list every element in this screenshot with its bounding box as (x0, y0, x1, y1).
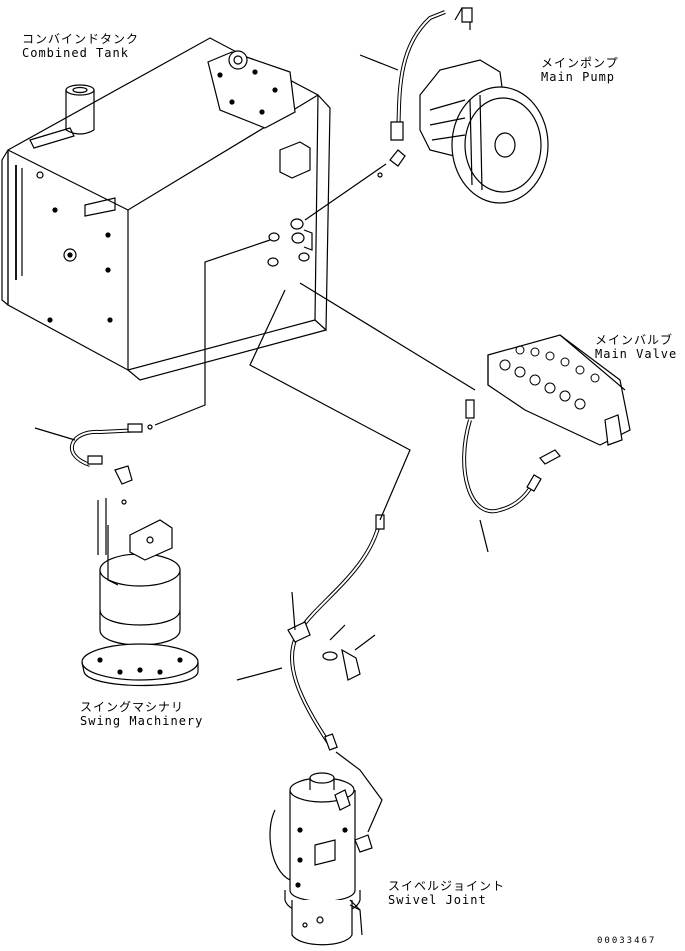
main-pump-drawing (420, 8, 548, 203)
swivel-joint-label-jp: スイベルジョイント (388, 879, 506, 893)
main-pump-label-jp: メインポンプ (541, 56, 619, 70)
swing-hose (35, 240, 270, 465)
combined-tank-label: コンバインドタンク Combined Tank (22, 32, 139, 60)
swing-machinery-drawing (82, 466, 198, 686)
swivel-joint-drawing (270, 773, 372, 945)
drawing-number: 00033467 (597, 936, 657, 946)
swivel-joint-label-en: Swivel Joint (388, 893, 487, 907)
combined-tank-label-en: Combined Tank (22, 46, 129, 60)
pump-hose (305, 12, 445, 220)
main-valve-label-jp: メインバルブ (595, 333, 674, 347)
swing-machinery-label: スイングマシナリ Swing Machinery (80, 700, 203, 728)
swivel-joint-label: スイベルジョイント Swivel Joint (388, 879, 505, 907)
main-valve-label: メインバルブ Main Valve (595, 333, 677, 361)
combined-tank-label-jp: コンバインドタンク (22, 32, 140, 46)
main-pump-label: メインポンプ Main Pump (541, 56, 619, 84)
swing-machinery-label-jp: スイングマシナリ (80, 700, 185, 714)
main-valve-label-en: Main Valve (595, 347, 678, 361)
main-pump-label-en: Main Pump (541, 70, 616, 84)
valve-hose (300, 283, 560, 552)
tank-ports (268, 219, 312, 266)
main-valve-drawing (488, 335, 630, 445)
combined-tank-drawing (2, 38, 330, 380)
swing-machinery-label-en: Swing Machinery (80, 714, 204, 728)
swivel-hose (237, 290, 410, 910)
